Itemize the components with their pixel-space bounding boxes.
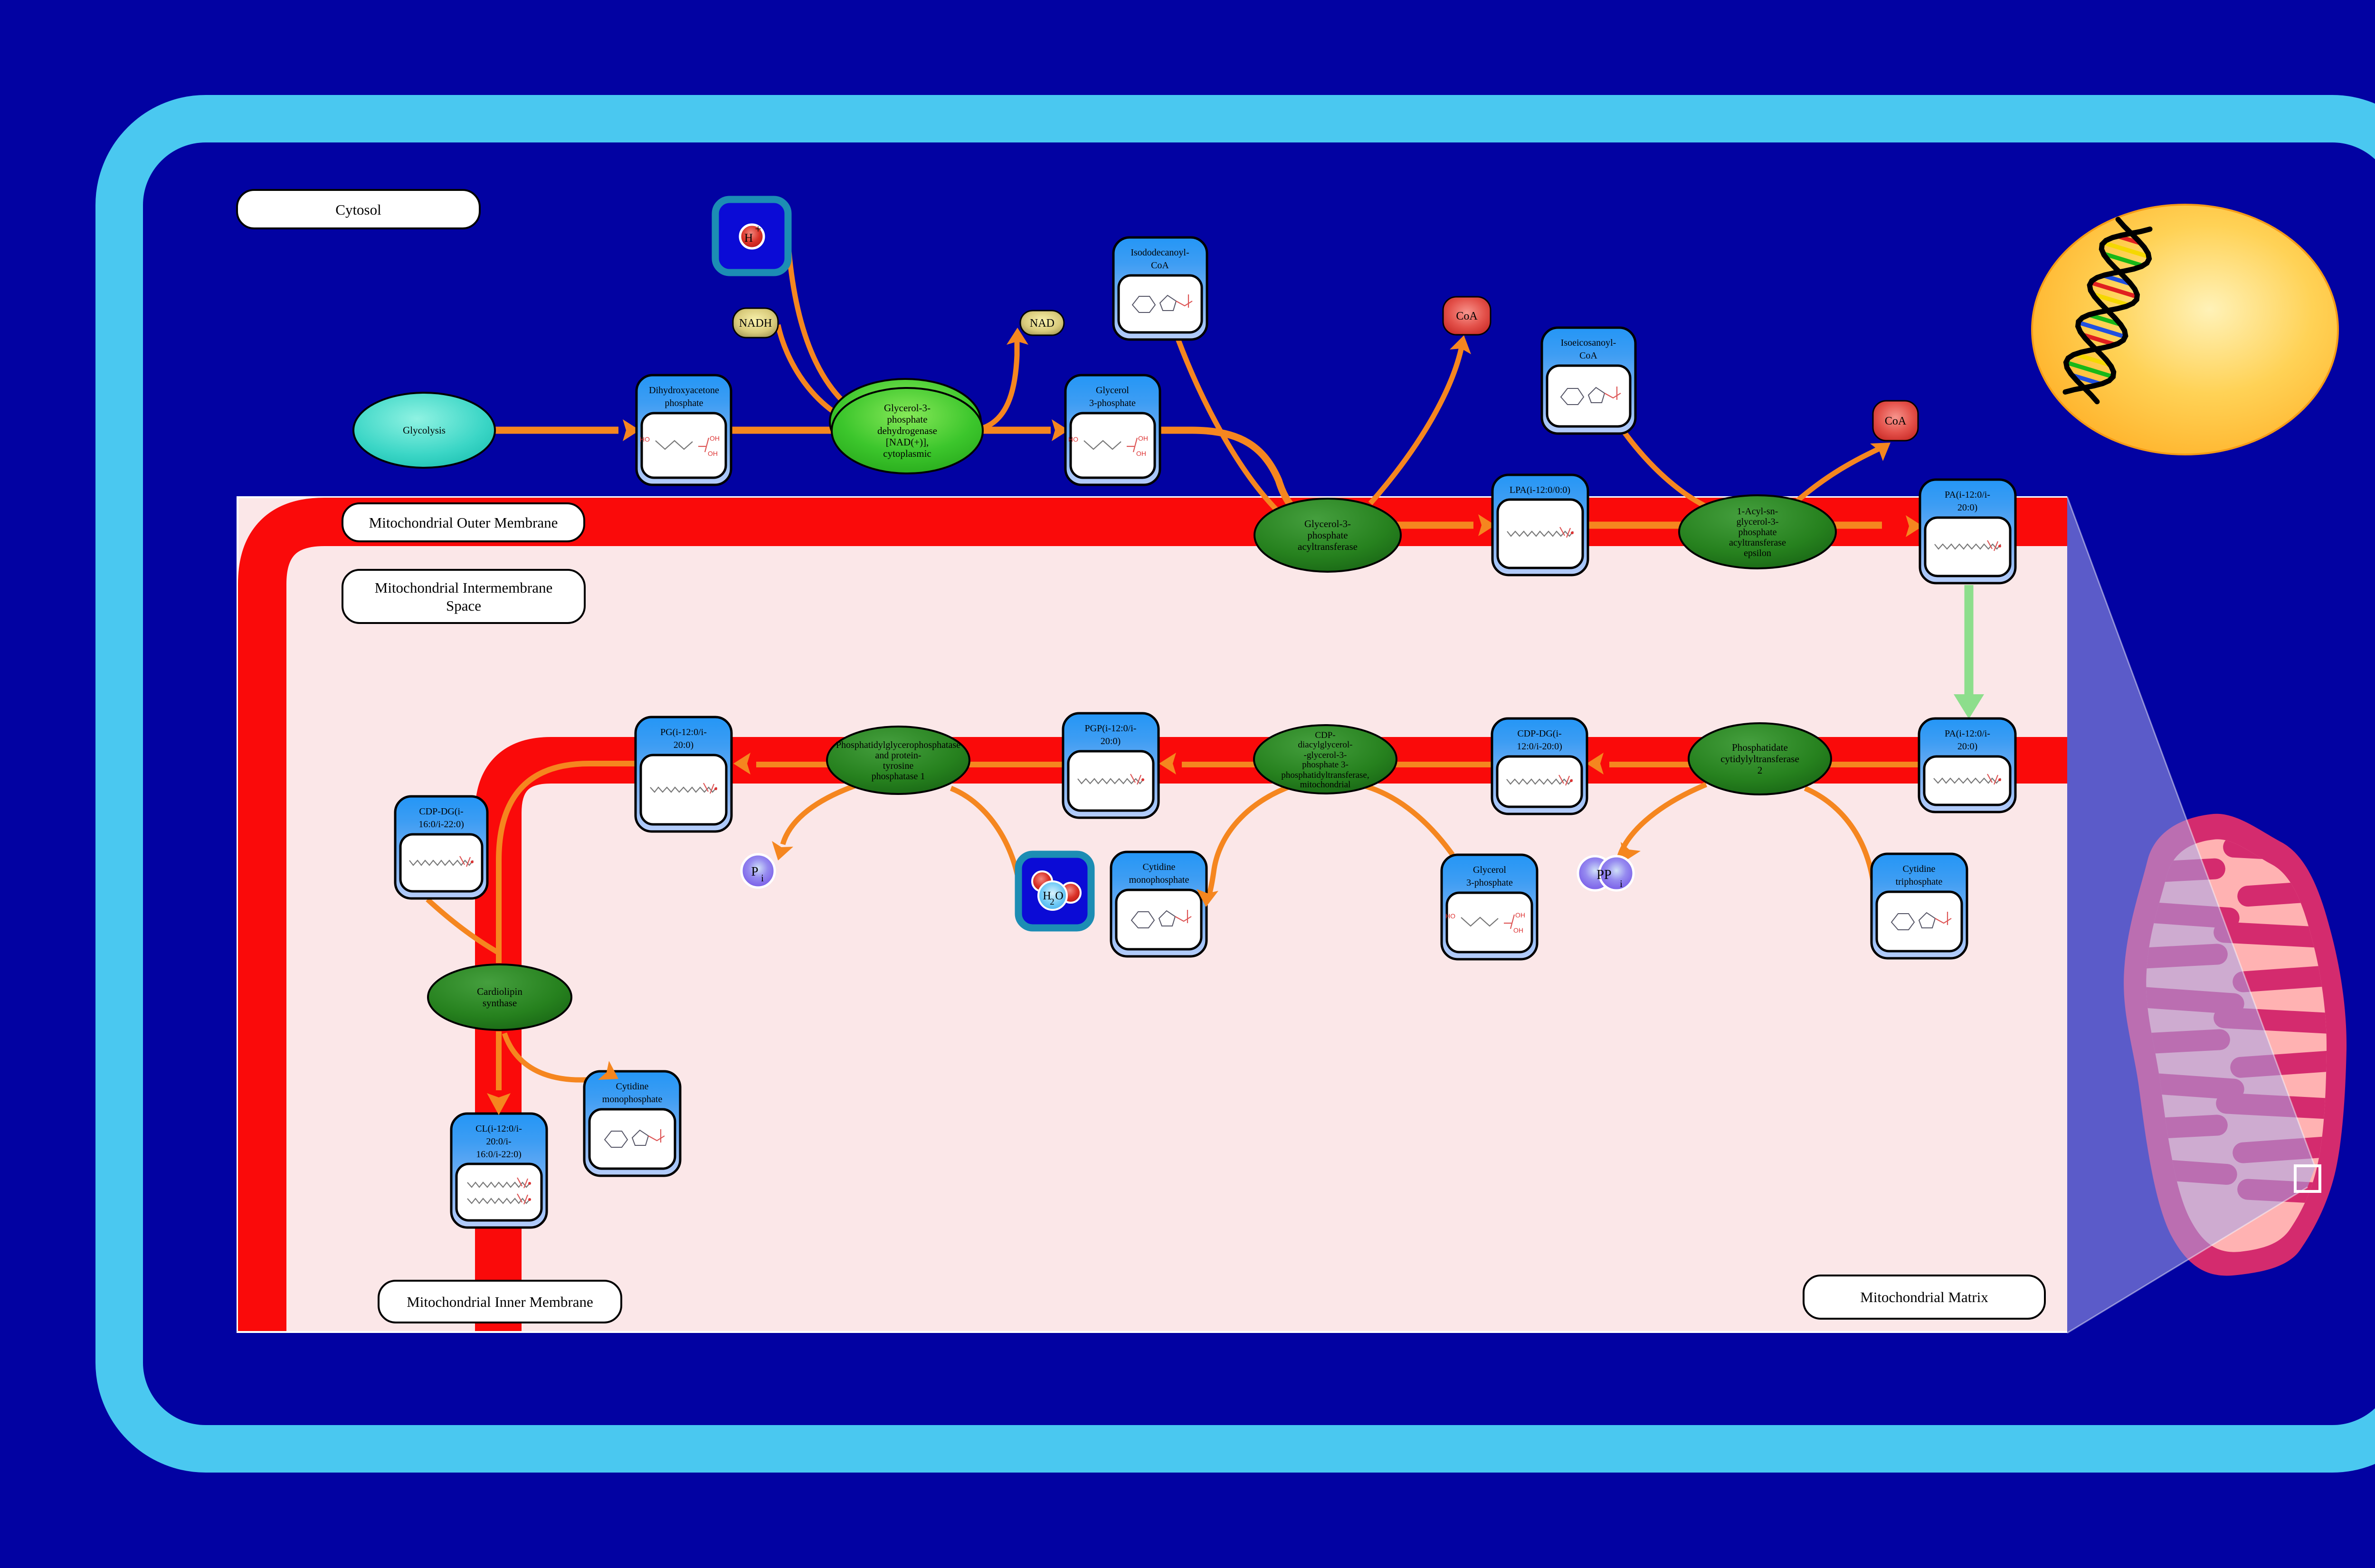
svg-text:OH: OH (710, 435, 720, 442)
svg-text:20:0): 20:0) (1957, 741, 1977, 752)
svg-text:Space: Space (446, 597, 481, 614)
svg-text:NAD: NAD (1030, 317, 1054, 330)
svg-text:phosphatase 1: phosphatase 1 (872, 771, 925, 782)
svg-text:phosphate: phosphate (1307, 529, 1348, 541)
svg-text:NADH: NADH (739, 317, 772, 330)
svg-text:phosphatidyltransferase,: phosphatidyltransferase, (1281, 770, 1369, 780)
svg-text:12:0/i-20:0): 12:0/i-20:0) (1517, 741, 1562, 752)
svg-text:Glycerol: Glycerol (1473, 865, 1506, 875)
svg-text:Glycerol-3-: Glycerol-3- (1304, 518, 1351, 529)
svg-text:-glycerol-3-: -glycerol-3- (1304, 750, 1347, 760)
svg-text:and protein-: and protein- (875, 750, 921, 761)
svg-text:+: + (755, 223, 761, 236)
svg-text:OH: OH (1513, 926, 1523, 934)
svg-text:monophosphate: monophosphate (602, 1094, 663, 1105)
svg-text:Phosphatidate: Phosphatidate (1732, 742, 1788, 753)
svg-text:mitochondrial: mitochondrial (1300, 780, 1351, 790)
svg-text:3-phosphate: 3-phosphate (1089, 398, 1136, 408)
svg-text:CL(i-12:0/i-: CL(i-12:0/i- (475, 1124, 522, 1134)
svg-text:Isoeicosanoyl-: Isoeicosanoyl- (1561, 338, 1616, 348)
svg-text:16:0/i-22:0): 16:0/i-22:0) (418, 819, 464, 830)
svg-text:cytoplasmic: cytoplasmic (883, 448, 931, 459)
svg-text:triphosphate: triphosphate (1896, 877, 1943, 887)
svg-text:2: 2 (1758, 765, 1763, 776)
svg-text:1-Acyl-sn-: 1-Acyl-sn- (1737, 506, 1778, 517)
svg-text:HO: HO (1068, 435, 1078, 443)
svg-text:OH: OH (1138, 435, 1148, 442)
svg-text:phosphate: phosphate (665, 398, 703, 408)
svg-text:glycerol-3-: glycerol-3- (1737, 517, 1779, 527)
svg-text:HO: HO (640, 435, 650, 443)
svg-text:i: i (1620, 878, 1623, 889)
svg-text:20:0): 20:0) (674, 740, 694, 750)
svg-text:Glycolysis: Glycolysis (403, 425, 446, 436)
svg-text:CoA: CoA (1151, 260, 1169, 271)
svg-text:Isododecanoyl-: Isododecanoyl- (1130, 247, 1189, 258)
svg-text:[NAD(+)],: [NAD(+)], (886, 436, 929, 448)
svg-text:PA(i-12:0/i-: PA(i-12:0/i- (1945, 490, 1990, 500)
svg-text:CoA: CoA (1885, 415, 1907, 427)
svg-text:16:0/i-22:0): 16:0/i-22:0) (476, 1149, 522, 1160)
svg-text:epsilon: epsilon (1744, 548, 1771, 558)
svg-text:Cytidine: Cytidine (1143, 862, 1176, 872)
svg-text:phosphate: phosphate (887, 414, 927, 425)
svg-text:Glycerol-3-: Glycerol-3- (884, 402, 931, 414)
svg-text:3-phosphate: 3-phosphate (1466, 878, 1513, 888)
svg-text:OH: OH (708, 450, 718, 457)
svg-text:OH: OH (1515, 911, 1525, 919)
svg-text:cytidylyltransferase: cytidylyltransferase (1720, 753, 1799, 765)
svg-text:2: 2 (1050, 897, 1054, 907)
svg-text:Mitochondrial Inner Membrane: Mitochondrial Inner Membrane (407, 1294, 593, 1310)
svg-text:PP: PP (1596, 868, 1611, 882)
svg-text:H: H (1043, 890, 1051, 902)
svg-text:P: P (751, 864, 758, 878)
svg-text:synthase: synthase (483, 997, 517, 1009)
svg-text:Cytosol: Cytosol (335, 201, 381, 218)
svg-text:dehydrogenase: dehydrogenase (877, 425, 937, 436)
svg-text:CoA: CoA (1456, 310, 1478, 322)
svg-text:acyltransferase: acyltransferase (1729, 538, 1786, 548)
svg-text:PA(i-12:0/i-: PA(i-12:0/i- (1945, 728, 1990, 739)
svg-text:Cardiolipin: Cardiolipin (477, 986, 522, 997)
svg-text:LPA(i-12:0/0:0): LPA(i-12:0/0:0) (1510, 485, 1570, 495)
svg-text:CDP-DG(i-: CDP-DG(i- (1517, 728, 1561, 739)
svg-text:PG(i-12:0/i-: PG(i-12:0/i- (660, 727, 707, 737)
svg-text:Glycerol: Glycerol (1096, 385, 1129, 396)
svg-text:CoA: CoA (1579, 350, 1597, 361)
svg-text:tyrosine: tyrosine (883, 761, 914, 771)
svg-text:OH: OH (1136, 450, 1146, 457)
svg-text:Mitochondrial Outer Membrane: Mitochondrial Outer Membrane (369, 514, 558, 531)
svg-text:acyltransferase: acyltransferase (1298, 541, 1358, 552)
svg-text:HO: HO (1445, 912, 1455, 920)
svg-text:20:0/i-: 20:0/i- (486, 1136, 511, 1147)
svg-text:H: H (744, 232, 753, 245)
svg-text:Mitochondrial Intermembrane: Mitochondrial Intermembrane (375, 579, 552, 596)
svg-text:Dihydroxyacetone: Dihydroxyacetone (649, 385, 719, 396)
svg-text:Mitochondrial Matrix: Mitochondrial Matrix (1860, 1289, 1988, 1305)
svg-text:monophosphate: monophosphate (1129, 875, 1189, 885)
svg-text:CDP-: CDP- (1315, 730, 1335, 740)
svg-text:Cytidine: Cytidine (1903, 864, 1936, 874)
svg-text:O: O (1055, 890, 1063, 902)
svg-text:PGP(i-12:0/i-: PGP(i-12:0/i- (1085, 723, 1137, 734)
svg-text:diacylglycerol-: diacylglycerol- (1298, 740, 1352, 750)
svg-text:Cytidine: Cytidine (616, 1081, 649, 1092)
svg-text:i: i (761, 872, 764, 884)
svg-text:Phosphatidylglycerophosphatase: Phosphatidylglycerophosphatase (836, 740, 960, 750)
svg-text:phosphate 3-: phosphate 3- (1302, 760, 1349, 770)
svg-text:20:0): 20:0) (1101, 736, 1121, 746)
svg-text:20:0): 20:0) (1957, 502, 1977, 513)
svg-text:phosphate: phosphate (1738, 527, 1776, 538)
svg-text:CDP-DG(i-: CDP-DG(i- (419, 806, 463, 817)
